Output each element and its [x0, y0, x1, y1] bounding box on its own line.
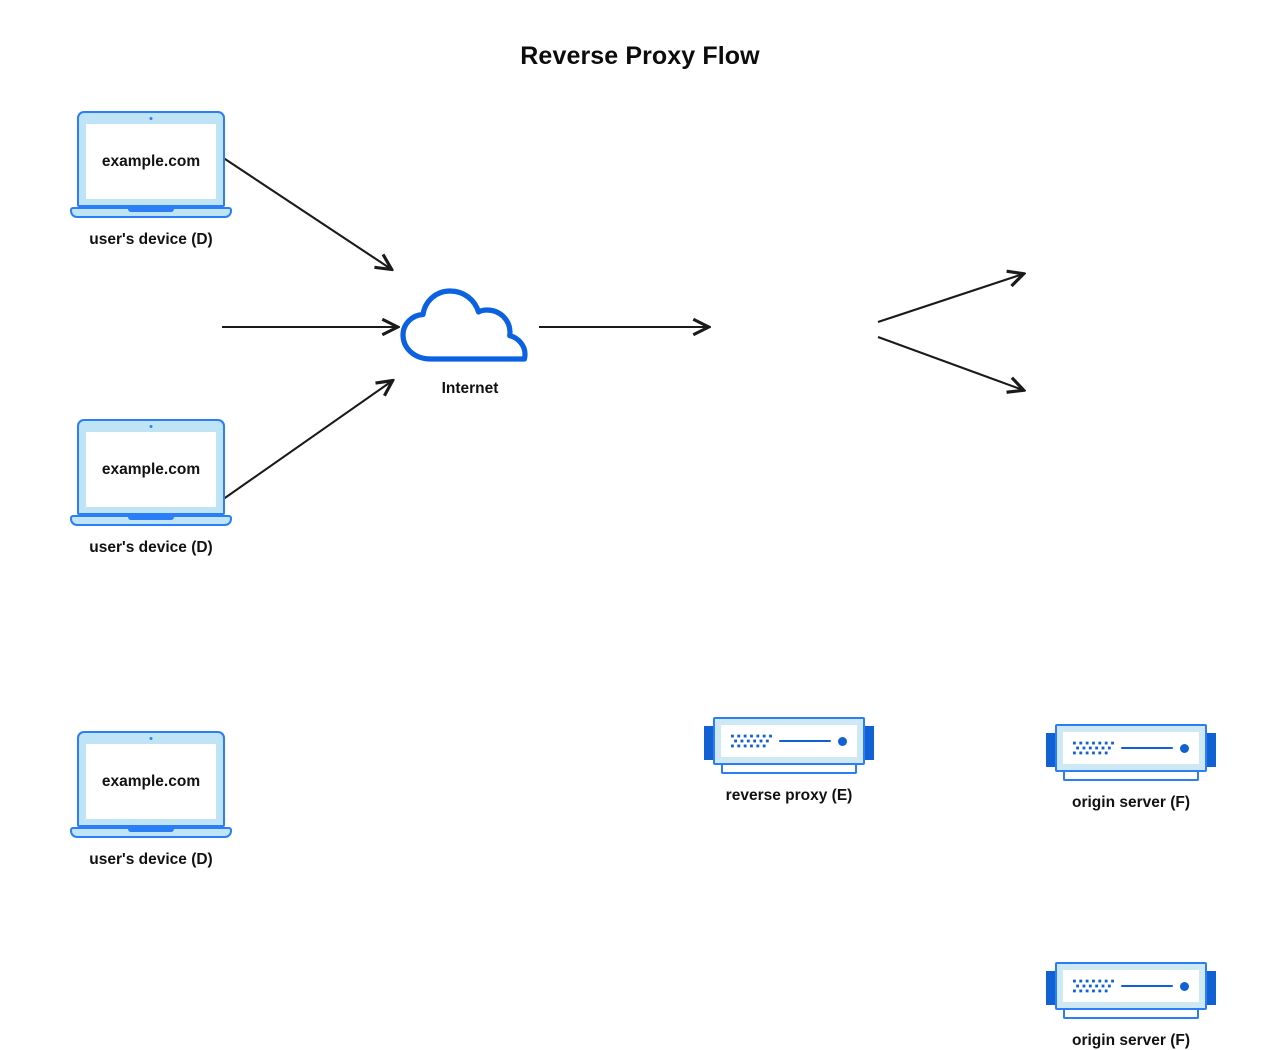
- server-face: [721, 725, 857, 757]
- laptop-lid: example.com: [77, 731, 225, 827]
- server-chassis: [1055, 962, 1207, 1010]
- arrow-proxy-to-origin2: [877, 336, 1023, 390]
- arrow-client3-to-internet: [221, 381, 392, 501]
- server-face: [1063, 970, 1199, 1002]
- server-chassis: [713, 717, 865, 765]
- server-status-indicator: [1121, 743, 1189, 753]
- server-status-indicator: [779, 736, 847, 746]
- webcam-icon: [149, 736, 153, 740]
- laptop-base: [70, 827, 232, 838]
- diagram-canvas: Reverse Proxy Flow: [70, 42, 1216, 1049]
- reverse-proxy-node[interactable]: reverse proxy (E): [704, 717, 874, 805]
- screen-url-text: example.com: [101, 772, 201, 790]
- server-vents-icon: [1073, 979, 1114, 993]
- server-base: [721, 765, 857, 774]
- server-status-line: [779, 739, 831, 743]
- laptop-notch: [128, 829, 174, 833]
- laptop-screen: example.com: [86, 124, 216, 199]
- laptop-base: [70, 515, 232, 526]
- laptop-lid: example.com: [77, 111, 225, 207]
- client-device-2[interactable]: example.com user's device (D): [70, 419, 232, 557]
- screen-url-text: example.com: [101, 460, 201, 478]
- client-device-2-label: user's device (D): [89, 539, 213, 556]
- origin-server-1-label: origin server (F): [1072, 794, 1190, 811]
- reverse-proxy-label: reverse proxy (E): [725, 787, 853, 804]
- server-vents-icon: [1073, 741, 1114, 755]
- cloud-icon: [400, 288, 528, 362]
- client-device-1-label: user's device (D): [89, 231, 213, 248]
- origin-server-2-label: origin server (F): [1072, 1032, 1190, 1049]
- arrow-proxy-to-origin1: [877, 274, 1023, 323]
- webcam-icon: [149, 424, 153, 428]
- internet-node[interactable]: Internet: [395, 284, 545, 398]
- laptop-screen: example.com: [86, 744, 216, 819]
- arrow-client1-to-internet: [221, 156, 391, 269]
- laptop-lid: example.com: [77, 419, 225, 515]
- laptop-notch: [128, 517, 174, 521]
- client-device-3[interactable]: example.com user's device (D): [70, 731, 232, 869]
- server-status-line: [1121, 984, 1173, 988]
- origin-server-2-node[interactable]: origin server (F): [1046, 962, 1216, 1050]
- webcam-icon: [149, 116, 153, 120]
- laptop-screen: example.com: [86, 432, 216, 507]
- page-title: Reverse Proxy Flow: [520, 42, 760, 70]
- server-face: [1063, 732, 1199, 764]
- laptop-notch: [128, 209, 174, 213]
- server-status-line: [1121, 746, 1173, 750]
- client-device-3-label: user's device (D): [89, 851, 213, 868]
- laptop-base: [70, 207, 232, 218]
- server-base: [1063, 1010, 1199, 1019]
- client-device-1[interactable]: example.com user's device (D): [70, 111, 232, 249]
- server-status-indicator: [1121, 981, 1189, 991]
- server-chassis: [1055, 724, 1207, 772]
- screen-url-text: example.com: [101, 152, 201, 170]
- server-vents-icon: [731, 734, 772, 748]
- server-status-dot: [838, 736, 847, 746]
- server-base: [1063, 772, 1199, 781]
- origin-server-1-node[interactable]: origin server (F): [1046, 724, 1216, 812]
- internet-label: Internet: [441, 380, 499, 397]
- server-status-dot: [1180, 743, 1189, 753]
- server-status-dot: [1180, 981, 1189, 991]
